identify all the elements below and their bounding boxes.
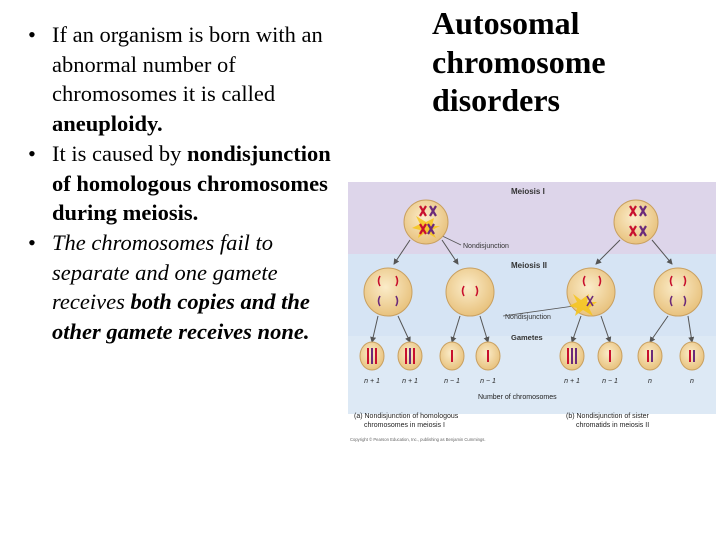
caption-b-line-2: chromatids in meiosis II bbox=[576, 422, 649, 429]
bullet-text: If an organism is born with an abnormal … bbox=[52, 22, 323, 107]
gamete bbox=[679, 341, 705, 371]
bullet-text: nondisjunction of homologous chromosomes… bbox=[52, 140, 331, 226]
gamete-chromosomes bbox=[367, 348, 695, 364]
gamete bbox=[637, 341, 663, 371]
caption-b-line-1: (b) Nondisjunction of sister bbox=[566, 413, 650, 420]
bullet-text: aneuploidy. bbox=[52, 111, 163, 137]
arrows bbox=[370, 315, 695, 343]
bullet-item: • If an organism is born with an abnormal… bbox=[20, 20, 350, 139]
bullet-text: The chromosomes fail to separate and one… bbox=[52, 229, 278, 315]
slide-title: Autosomal chromosome disorders bbox=[432, 5, 606, 118]
bullet-item: • It is caused by nondisjunction of homol… bbox=[20, 139, 350, 228]
bullet-dot: • bbox=[28, 229, 36, 255]
nondisjunction-label-2: Nondisjunction bbox=[505, 314, 551, 321]
cell bbox=[363, 267, 413, 317]
gamete-count: n + 1 bbox=[364, 378, 380, 385]
gametes-label: Gametes bbox=[511, 333, 543, 342]
bullet-text: both copies and the other gamete receive… bbox=[52, 289, 310, 345]
gamete-count: n − 1 bbox=[480, 378, 496, 385]
nondisjunction-label-1: Nondisjunction bbox=[463, 243, 509, 250]
chromosomes bbox=[419, 205, 647, 237]
copyright-text: Copyright © Pearson Education, Inc., pub… bbox=[350, 437, 486, 442]
bullet-text: It is caused by bbox=[52, 140, 187, 166]
gamete-counts: n + 1 n + 1 n − 1 n − 1 n + 1 n − 1 n n bbox=[364, 378, 694, 385]
caption-a-line-2: chromosomes in meiosis I bbox=[364, 422, 445, 429]
nondisjunction-figure: Meiosis I Meiosis II Nondisjunction Nond… bbox=[348, 182, 716, 444]
cell bbox=[445, 267, 495, 317]
gamete-count: n bbox=[690, 378, 694, 385]
bullet-dot: • bbox=[28, 22, 36, 47]
cell bbox=[653, 267, 703, 317]
caption-a-line-1: (a) Nondisjunction of homologous bbox=[354, 413, 459, 420]
bullet-item: • The chromosomes fail to separate and on… bbox=[20, 228, 350, 347]
gamete-count: n − 1 bbox=[444, 378, 460, 385]
arrows bbox=[393, 239, 673, 265]
gamete-count: n + 1 bbox=[564, 378, 580, 385]
gamete-count: n − 1 bbox=[602, 378, 618, 385]
number-of-chromosomes-label: Number of chromosomes bbox=[478, 394, 557, 401]
cell bbox=[613, 199, 659, 245]
cell bbox=[566, 267, 616, 317]
bullet-dot: • bbox=[28, 140, 36, 166]
meiosis-2-label: Meiosis II bbox=[511, 261, 547, 270]
chromosomes bbox=[377, 275, 687, 307]
captions: (a) Nondisjunction of homologous chromos… bbox=[354, 413, 650, 429]
meiosis-1-label: Meiosis I bbox=[511, 187, 545, 196]
bullet-list: • If an organism is born with an abnormal… bbox=[20, 20, 350, 347]
nondisjunction-diagram: Meiosis I Meiosis II Nondisjunction Nond… bbox=[348, 182, 716, 442]
nondisjunction-burst bbox=[569, 294, 597, 316]
gamete-count: n + 1 bbox=[402, 378, 418, 385]
gamete-count: n bbox=[648, 378, 652, 385]
